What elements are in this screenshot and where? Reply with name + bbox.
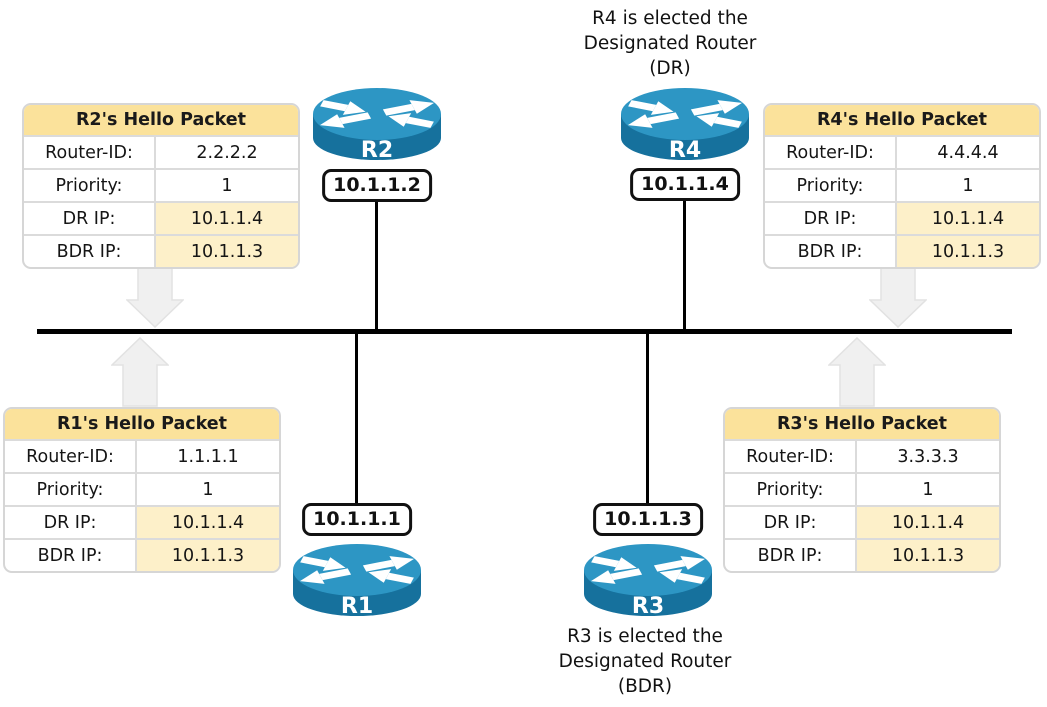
field-label: DR IP: xyxy=(24,203,156,234)
hello-packet-table-r2: R2's Hello Packet Router-ID: 2.2.2.2 Pri… xyxy=(22,103,300,269)
annotation-line: (BDR) xyxy=(617,676,673,697)
field-value: 10.1.1.3 xyxy=(857,540,999,571)
table-row: Router-ID: 3.3.3.3 xyxy=(725,439,999,472)
hello-packet-table-title: R1's Hello Packet xyxy=(5,409,279,439)
router-name-r2: R2 xyxy=(361,138,393,163)
annotation-line: (DR) xyxy=(649,58,691,79)
table-row: BDR IP: 10.1.1.3 xyxy=(24,234,298,267)
field-value: 10.1.1.3 xyxy=(137,540,279,571)
table-row: DR IP: 10.1.1.4 xyxy=(725,505,999,538)
link-r4-to-segment xyxy=(683,200,686,330)
field-label: Priority: xyxy=(725,474,857,505)
hello-flow-arrow-up-r3 xyxy=(828,337,886,407)
field-value: 4.4.4.4 xyxy=(937,142,999,163)
field-value: 10.1.1.4 xyxy=(857,507,999,538)
field-value: 10.1.1.4 xyxy=(137,507,279,538)
field-value: 10.1.1.3 xyxy=(156,236,298,267)
field-value: 10.1.1.3 xyxy=(897,236,1039,267)
field-label: DR IP: xyxy=(5,507,137,538)
hello-packet-table-title: R3's Hello Packet xyxy=(725,409,999,439)
annotation-line: R4 is elected the xyxy=(592,8,748,29)
field-value: 1 xyxy=(922,479,934,500)
field-label: Router-ID: xyxy=(5,441,137,472)
interface-ip-label-r3: 10.1.1.3 xyxy=(593,503,703,536)
field-label: BDR IP: xyxy=(24,236,156,267)
dr-election-annotation: R4 is elected the Designated Router (DR) xyxy=(520,6,820,81)
field-label: Priority: xyxy=(5,474,137,505)
table-row: Priority: 1 xyxy=(5,472,279,505)
table-row: Priority: 1 xyxy=(765,168,1039,201)
router-icon-r4: R4 xyxy=(621,88,749,163)
link-r1-to-segment xyxy=(355,333,358,506)
field-label: Priority: xyxy=(24,170,156,201)
router-name-r1: R1 xyxy=(341,594,373,619)
field-label: BDR IP: xyxy=(765,236,897,267)
annotation-line: R3 is elected the xyxy=(567,626,723,647)
field-value: 10.1.1.4 xyxy=(156,203,298,234)
field-label: Router-ID: xyxy=(24,137,156,168)
hello-packet-table-r4: R4's Hello Packet Router-ID: 4.4.4.4 Pri… xyxy=(763,103,1041,269)
router-name-r3: R3 xyxy=(632,594,664,619)
router-icon-r3: R3 xyxy=(584,544,712,619)
hello-packet-table-title: R2's Hello Packet xyxy=(24,105,298,135)
field-label: DR IP: xyxy=(725,507,857,538)
annotation-line: Designated Router xyxy=(583,33,757,54)
hello-packet-table-title: R4's Hello Packet xyxy=(765,105,1039,135)
field-value: 10.1.1.4 xyxy=(897,203,1039,234)
field-value: 1 xyxy=(962,175,974,196)
link-r3-to-segment xyxy=(646,333,649,506)
link-r2-to-segment xyxy=(375,200,378,330)
field-label: Router-ID: xyxy=(725,441,857,472)
table-row: DR IP: 10.1.1.4 xyxy=(24,201,298,234)
field-label: Priority: xyxy=(765,170,897,201)
table-row: DR IP: 10.1.1.4 xyxy=(5,505,279,538)
interface-ip-label-r2: 10.1.1.2 xyxy=(322,169,432,202)
field-label: Router-ID: xyxy=(765,137,897,168)
interface-ip-label-r4: 10.1.1.4 xyxy=(630,168,740,201)
hello-packet-table-r1: R1's Hello Packet Router-ID: 1.1.1.1 Pri… xyxy=(3,407,281,573)
field-value: 2.2.2.2 xyxy=(196,142,258,163)
table-row: BDR IP: 10.1.1.3 xyxy=(725,538,999,571)
field-label: BDR IP: xyxy=(5,540,137,571)
hello-packet-table-r3: R3's Hello Packet Router-ID: 3.3.3.3 Pri… xyxy=(723,407,1001,573)
field-value: 3.3.3.3 xyxy=(897,446,959,467)
annotation-line: Designated Router xyxy=(558,651,732,672)
field-label: BDR IP: xyxy=(725,540,857,571)
router-name-r4: R4 xyxy=(669,138,701,163)
ethernet-segment-line xyxy=(37,329,1012,334)
field-value: 1 xyxy=(221,175,233,196)
table-row: DR IP: 10.1.1.4 xyxy=(765,201,1039,234)
table-row: Router-ID: 4.4.4.4 xyxy=(765,135,1039,168)
interface-ip-label-r1: 10.1.1.1 xyxy=(302,503,412,536)
router-icon-r1: R1 xyxy=(293,544,421,619)
table-row: Router-ID: 2.2.2.2 xyxy=(24,135,298,168)
table-row: Router-ID: 1.1.1.1 xyxy=(5,439,279,472)
table-row: BDR IP: 10.1.1.3 xyxy=(765,234,1039,267)
table-row: BDR IP: 10.1.1.3 xyxy=(5,538,279,571)
field-label: DR IP: xyxy=(765,203,897,234)
bdr-election-annotation: R3 is elected the Designated Router (BDR… xyxy=(495,624,795,699)
field-value: 1.1.1.1 xyxy=(177,446,239,467)
table-row: Priority: 1 xyxy=(725,472,999,505)
router-icon-r2: R2 xyxy=(313,88,441,163)
hello-flow-arrow-up-r1 xyxy=(111,337,169,407)
table-row: Priority: 1 xyxy=(24,168,298,201)
field-value: 1 xyxy=(202,479,214,500)
